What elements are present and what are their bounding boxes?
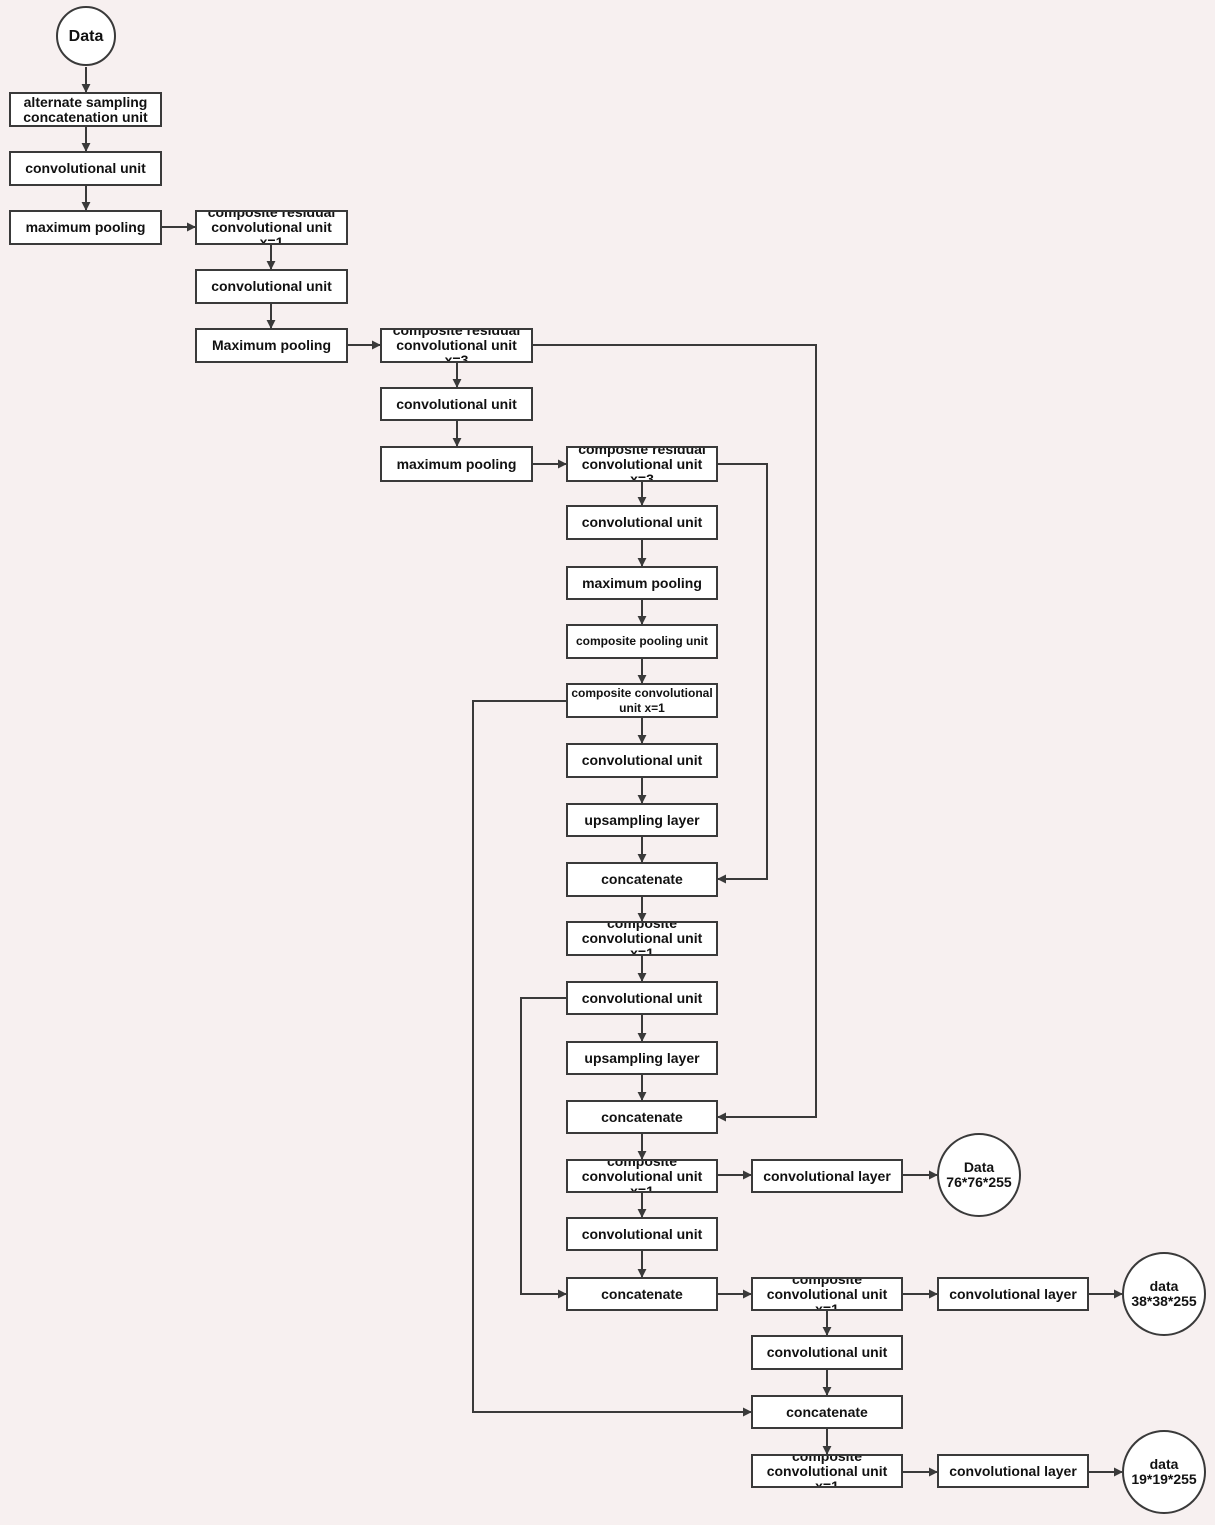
upsampling-layer-2: upsampling layer — [566, 1041, 718, 1075]
composite-convolutional-unit-x1-a: composite convolutional unit x=1 — [566, 683, 718, 718]
skip-crc-x3-to-concat-2 — [533, 344, 817, 1122]
composite-convolutional-unit-x1-d: composite convolutional unit x=1 — [751, 1277, 903, 1311]
convolutional-unit-5: convolutional unit — [566, 743, 718, 778]
composite-residual-convolutional-unit-x3-1: composite residual convolutional unit x=… — [380, 328, 533, 363]
composite-residual-convolutional-unit-x3-2: composite residual convolutional unit x=… — [566, 446, 718, 482]
maximum-pooling-3: maximum pooling — [380, 446, 533, 482]
output-data-19: data 19*19*255 — [1122, 1430, 1206, 1514]
convolutional-layer-3: convolutional layer — [937, 1454, 1089, 1488]
composite-pooling-unit: composite pooling unit — [566, 624, 718, 659]
convolutional-unit-1: convolutional unit — [9, 151, 162, 186]
upsampling-layer-1: upsampling layer — [566, 803, 718, 837]
convolutional-unit-4: convolutional unit — [566, 505, 718, 540]
concatenate-4: concatenate — [751, 1395, 903, 1429]
convolutional-layer-2: convolutional layer — [937, 1277, 1089, 1311]
convolutional-layer-1: convolutional layer — [751, 1159, 903, 1193]
output-data-76: Data 76*76*255 — [937, 1133, 1021, 1217]
convolutional-unit-2: convolutional unit — [195, 269, 348, 304]
input-data-node: Data — [56, 6, 116, 66]
composite-convolutional-unit-x1-c: composite convolutional unit x=1 — [566, 1159, 718, 1193]
convolutional-unit-3: convolutional unit — [380, 387, 533, 421]
convolutional-unit-8: convolutional unit — [751, 1335, 903, 1370]
composite-convolutional-unit-x1-e: composite convolutional unit x=1 — [751, 1454, 903, 1488]
concatenate-3: concatenate — [566, 1277, 718, 1311]
alternate-sampling-concatenation-unit: alternate sampling concatenation unit — [9, 92, 162, 127]
output-data-38: data 38*38*255 — [1122, 1252, 1206, 1336]
maximum-pooling-2: Maximum pooling — [195, 328, 348, 363]
skip-comp-conv-to-concat-4 — [472, 700, 752, 1417]
composite-convolutional-unit-x1-b: composite convolutional unit x=1 — [566, 921, 718, 956]
skip-conv-6-to-concat-3 — [520, 997, 567, 1299]
concatenate-2: concatenate — [566, 1100, 718, 1134]
convolutional-unit-7: convolutional unit — [566, 1217, 718, 1251]
maximum-pooling-1: maximum pooling — [9, 210, 162, 245]
concatenate-1: concatenate — [566, 862, 718, 897]
composite-residual-convolutional-unit-x1: composite residual convolutional unit x=… — [195, 210, 348, 245]
maximum-pooling-4: maximum pooling — [566, 566, 718, 600]
skip-crc-x3-2-to-concat-1 — [717, 463, 768, 884]
convolutional-unit-6: convolutional unit — [566, 981, 718, 1015]
